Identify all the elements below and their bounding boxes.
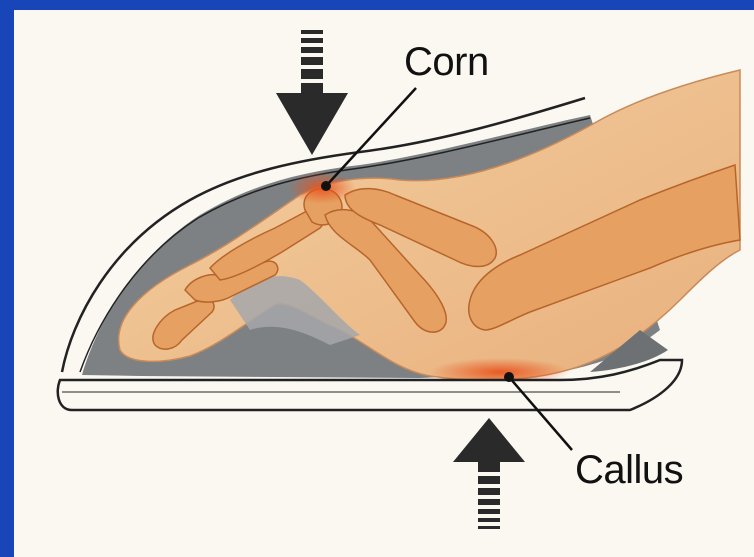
corn-leader-dot [321,181,331,191]
callus-label: Callus [575,450,683,490]
arrow-up-icon [453,418,525,529]
arrow-down-icon [276,30,348,155]
corn-label: Corn [404,42,489,82]
callus-leader-dot [504,372,514,382]
